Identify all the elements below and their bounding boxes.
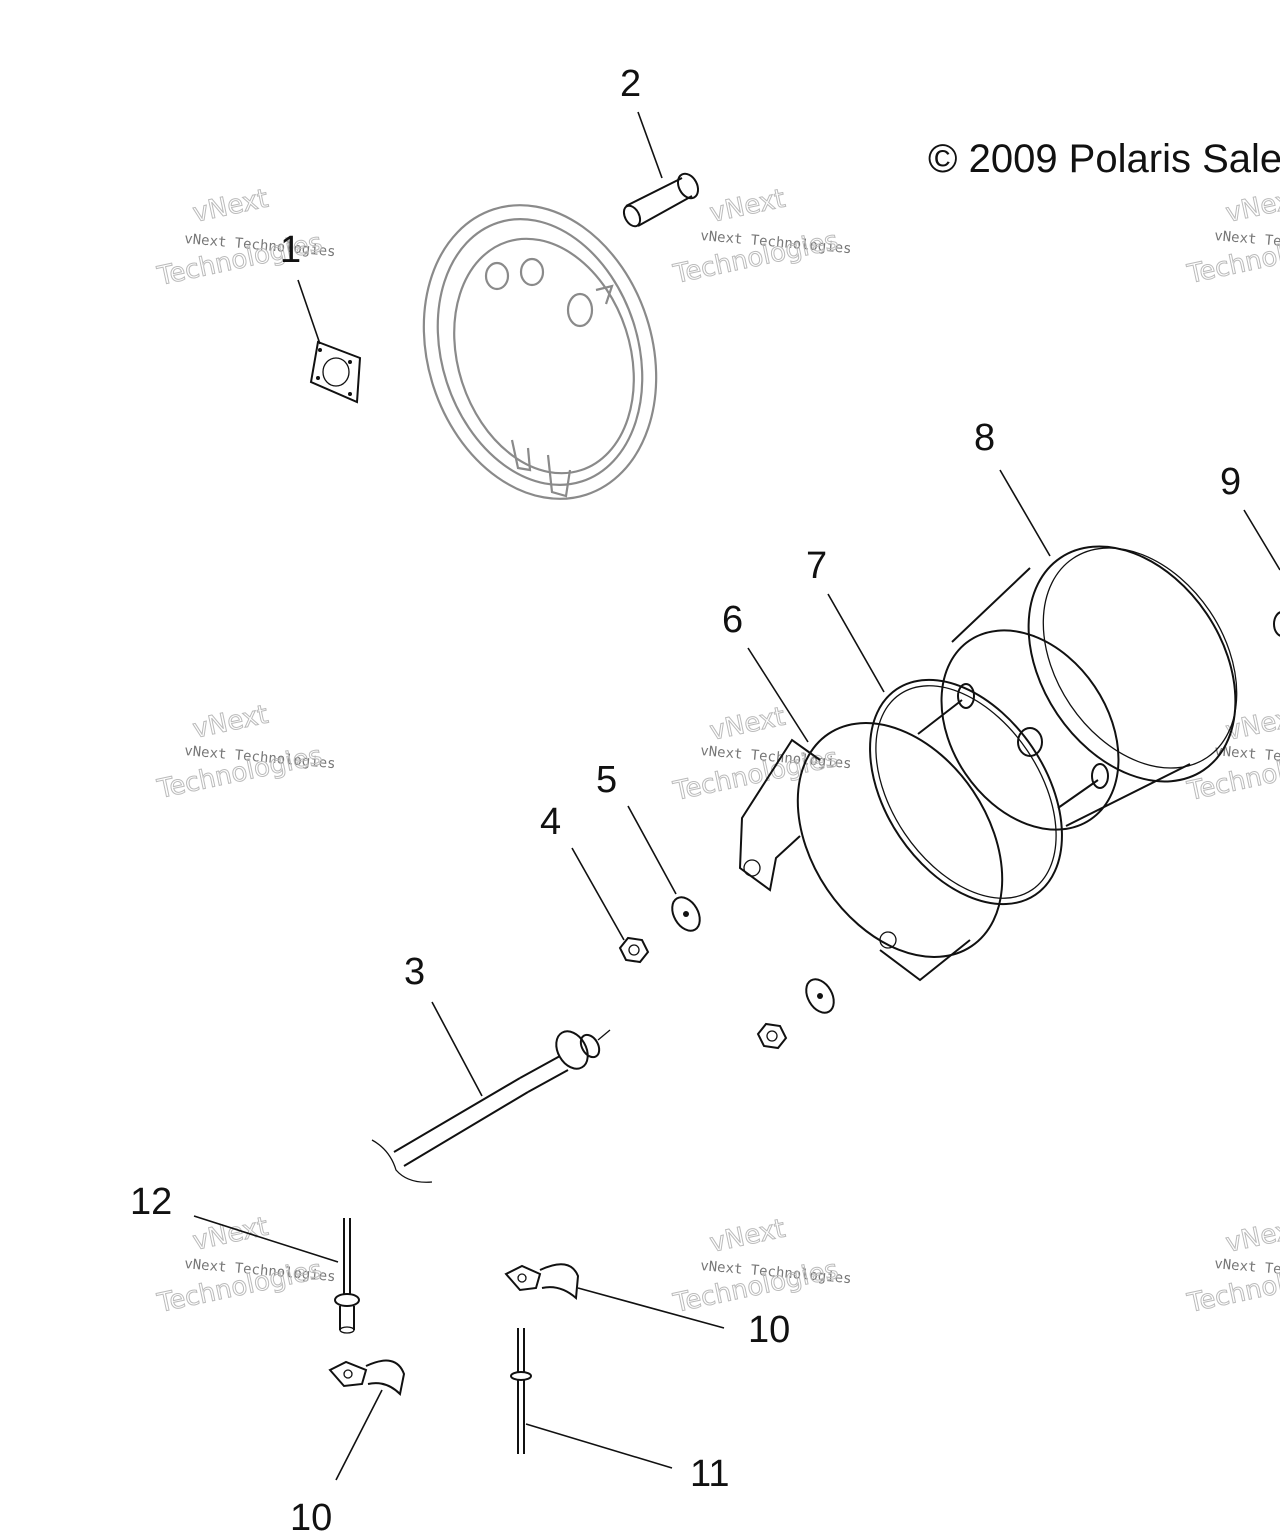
part-10-clip-b (328, 1359, 406, 1397)
part-3-cable (371, 1029, 611, 1183)
leader-9 (1243, 509, 1280, 571)
part-7-seal (869, 678, 1063, 906)
part-11-rivet (510, 1328, 532, 1454)
callout-9: 9 (1220, 461, 1241, 503)
callout-10b: 10 (290, 1497, 332, 1536)
leader-10a (577, 1287, 725, 1329)
leader-4 (571, 847, 625, 941)
callout-7: 7 (806, 545, 827, 587)
callout-4: 4 (540, 801, 561, 843)
part-10-clip-a (504, 1263, 580, 1301)
leader-6 (747, 647, 809, 743)
part-1-gasket (309, 340, 362, 404)
part-8-speedometer (917, 545, 1238, 831)
leader-3 (431, 1001, 483, 1097)
part-2-bulb (622, 172, 700, 228)
svg-text:vNext: vNext (1223, 184, 1280, 229)
callout-1: 1 (280, 229, 301, 271)
watermark-8: vNext vNext Technologies Technologies (670, 1213, 852, 1319)
part-6-bracket (738, 722, 1004, 982)
svg-text:vNext: vNext (707, 702, 788, 747)
watermark-4: vNext vNext Technologies Technologies (154, 699, 336, 805)
callout-11: 11 (690, 1453, 729, 1495)
watermark-1: vNext vNext Technologies Technologies (154, 183, 336, 292)
callout-6: 6 (722, 599, 743, 641)
part-4-nut (618, 936, 788, 1050)
bezel-housing (422, 204, 658, 500)
leader-1 (297, 279, 321, 345)
copyright-text: © 2009 Polaris Sale (928, 137, 1280, 181)
watermark-3: vNext vNext Technologies Technologies (1184, 183, 1280, 290)
svg-text:vNext: vNext (190, 700, 271, 745)
leader-12 (193, 1215, 339, 1263)
watermark-6: vNext vNext Technologies Technologies (1184, 701, 1280, 807)
part-5-washer (671, 896, 835, 1014)
leader-5 (627, 805, 677, 895)
watermark-9: vNext vNext Technologies Technologies (1184, 1213, 1280, 1319)
callout-12: 12 (130, 1181, 172, 1223)
watermark-2: vNext vNext Technologies Technologies (670, 183, 852, 290)
watermark-5: vNext vNext Technologies Technologies (670, 701, 852, 807)
leader-2 (637, 111, 663, 179)
leader-11 (525, 1423, 673, 1469)
leader-8 (999, 469, 1051, 557)
svg-text:vNext: vNext (190, 184, 271, 229)
part-12-rivet (334, 1218, 360, 1334)
callout-5: 5 (596, 759, 617, 801)
watermark-7: vNext vNext Technologies Technologies (154, 1211, 336, 1319)
leader-7 (827, 593, 885, 693)
callout-3: 3 (404, 951, 425, 993)
callout-8: 8 (974, 417, 995, 459)
leader-10b (335, 1389, 383, 1481)
svg-text:vNext: vNext (707, 1214, 788, 1259)
svg-text:vNext: vNext (1223, 1214, 1280, 1259)
svg-text:vNext: vNext (707, 184, 788, 229)
callout-2: 2 (620, 63, 641, 105)
part-9 (1273, 611, 1280, 637)
callout-10a: 10 (748, 1309, 790, 1351)
